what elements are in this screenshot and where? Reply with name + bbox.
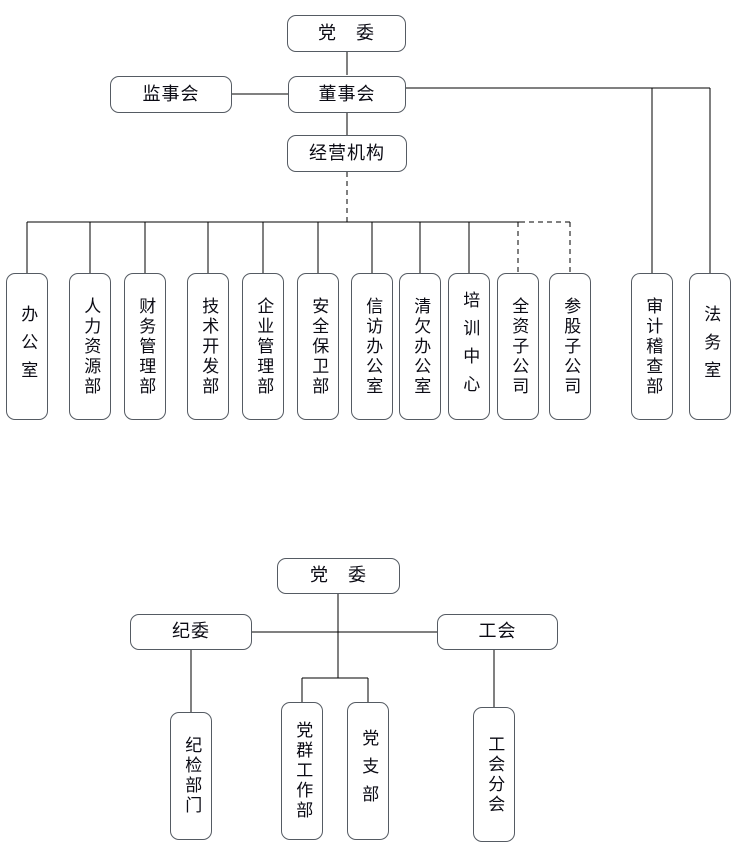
node-department-technology-development[interactable]: 技术开发部 — [187, 273, 229, 420]
node-department-training-center[interactable]: 培训中心 — [448, 273, 490, 420]
node-department-enterprise-management[interactable]: 企业管理部 — [242, 273, 284, 420]
node-discipline-committee[interactable]: 纪委 — [130, 614, 252, 650]
node-union-sub-branch[interactable]: 工会分会 — [473, 707, 515, 842]
node-subsidiary-equity-participation[interactable]: 参股子公司 — [549, 273, 591, 420]
node-department-legal-affairs[interactable]: 法务室 — [689, 273, 731, 420]
node-department-security[interactable]: 安全保卫部 — [297, 273, 339, 420]
node-department-office[interactable]: 办公室 — [6, 273, 48, 420]
node-board-of-directors[interactable]: 董事会 — [288, 76, 406, 113]
node-discipline-inspection-department[interactable]: 纪检部门 — [170, 712, 212, 840]
node-party-branch[interactable]: 党支部 — [347, 702, 389, 840]
node-supervisory-board[interactable]: 监事会 — [110, 76, 232, 113]
node-department-audit-inspection[interactable]: 审计稽查部 — [631, 273, 673, 420]
node-subsidiary-wholly-owned[interactable]: 全资子公司 — [497, 273, 539, 420]
node-department-human-resources[interactable]: 人力资源部 — [69, 273, 111, 420]
node-department-arrears-office[interactable]: 清欠办公室 — [399, 273, 441, 420]
node-management-body[interactable]: 经营机构 — [287, 135, 407, 172]
node-department-petition-office[interactable]: 信访办公室 — [351, 273, 393, 420]
node-department-finance-management[interactable]: 财务管理部 — [124, 273, 166, 420]
node-party-mass-work-department[interactable]: 党群工作部 — [281, 702, 323, 840]
node-party-committee-bottom[interactable]: 党 委 — [277, 558, 400, 594]
node-labor-union[interactable]: 工会 — [437, 614, 558, 650]
node-party-committee-top[interactable]: 党 委 — [287, 15, 406, 52]
